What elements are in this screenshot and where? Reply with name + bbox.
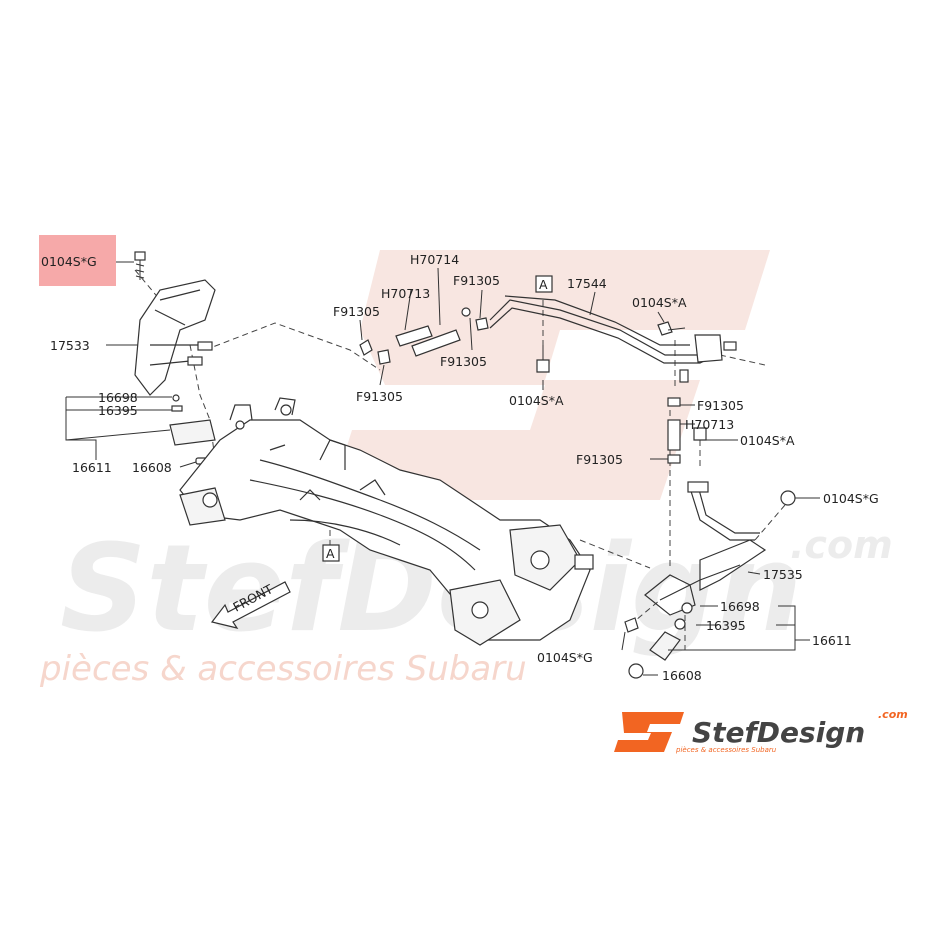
fuel-pipe-17544 bbox=[489, 295, 737, 383]
marker-a-left-label: A bbox=[326, 546, 335, 561]
intake-manifold bbox=[179, 397, 594, 646]
label-f91305-b: F91305 bbox=[356, 389, 403, 404]
label-16611-left: 16611 bbox=[72, 460, 112, 475]
label-h70713-right: H70713 bbox=[685, 417, 734, 432]
label-0104s-a-right: 0104S*A bbox=[740, 433, 795, 448]
label-16608-left: 16608 bbox=[132, 460, 172, 475]
marker-a-left: A bbox=[322, 544, 340, 562]
logo-sj-mark bbox=[614, 712, 684, 752]
callout-highlight bbox=[39, 235, 116, 286]
label-f91305-f: F91305 bbox=[576, 452, 623, 467]
label-16698-left: 16698 bbox=[98, 390, 138, 405]
hoses-top bbox=[359, 307, 489, 365]
callout-labels: 0104S*G 17533 16698 16395 16611 16608 F9… bbox=[41, 252, 879, 683]
label-17544: 17544 bbox=[567, 276, 607, 291]
bolt-a-mid bbox=[536, 345, 550, 373]
label-f91305-e: F91305 bbox=[697, 398, 744, 413]
label-h70713-top: H70713 bbox=[381, 286, 430, 301]
marker-a-top: A bbox=[535, 275, 553, 293]
label-0104s-a-top: 0104S*A bbox=[632, 295, 687, 310]
logo-dotcom: .com bbox=[878, 708, 908, 721]
label-16611-right: 16611 bbox=[812, 633, 852, 648]
label-16608-right: 16608 bbox=[662, 668, 702, 683]
label-f91305-a: F91305 bbox=[333, 304, 380, 319]
brand-logo: StefDesign .com pièces & accessoires Sub… bbox=[614, 708, 908, 754]
injector-left bbox=[169, 394, 216, 465]
label-h70714: H70714 bbox=[410, 252, 459, 267]
label-f91305-c: F91305 bbox=[453, 273, 500, 288]
label-17533: 17533 bbox=[50, 338, 90, 353]
label-16698-right: 16698 bbox=[720, 599, 760, 614]
watermark-dotcom: .com bbox=[790, 523, 893, 567]
watermark-tagline: pièces & accessoires Subaru bbox=[39, 649, 527, 689]
bracket-17533 bbox=[134, 279, 216, 396]
label-16395-right: 16395 bbox=[706, 618, 746, 633]
bolt-top-left bbox=[134, 251, 146, 280]
logo-brand: StefDesign bbox=[692, 716, 865, 749]
label-16395-left: 16395 bbox=[98, 403, 138, 418]
label-0104s-a-mid: 0104S*A bbox=[509, 393, 564, 408]
label-0104s-g-top-left: 0104S*G bbox=[41, 254, 97, 269]
label-f91305-d: F91305 bbox=[440, 354, 487, 369]
injector-right bbox=[628, 602, 693, 679]
bolt-a-top bbox=[657, 321, 686, 336]
marker-a-top-label: A bbox=[539, 277, 548, 292]
label-0104s-g-bottom: 0104S*G bbox=[537, 650, 593, 665]
dashed-guides bbox=[134, 269, 786, 650]
bracket-17535 bbox=[644, 481, 796, 616]
leader-lines bbox=[65, 261, 820, 676]
label-0104s-g-right: 0104S*G bbox=[823, 491, 879, 506]
label-17535: 17535 bbox=[763, 567, 803, 582]
bolt-g-bottom bbox=[624, 617, 639, 633]
hose-right bbox=[667, 397, 707, 464]
logo-tagline: pièces & accessoires Subaru bbox=[675, 746, 777, 754]
